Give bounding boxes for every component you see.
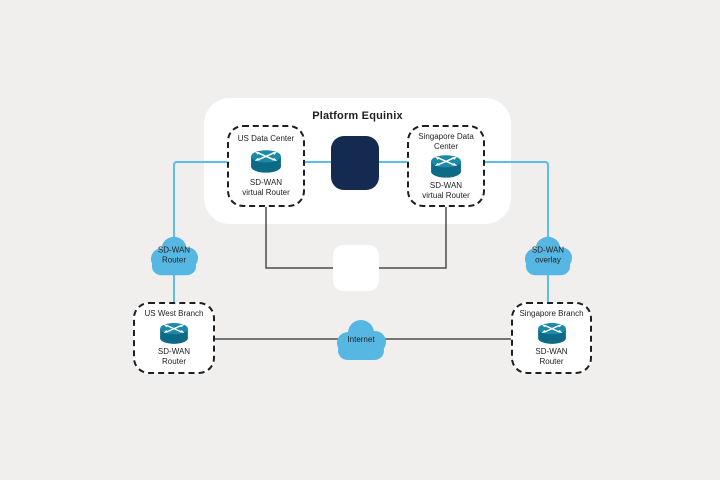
cloud-icon	[337, 320, 386, 360]
white-square-node	[333, 245, 379, 291]
cloud-icon	[150, 236, 199, 276]
us-west-branch-node: US West Branch SD-WAN Router	[133, 302, 215, 374]
us-data-center-label: US Data Center	[237, 134, 295, 143]
singapore-data-center-label: Singapore Data Center	[418, 131, 474, 151]
router-icon	[251, 150, 281, 173]
router-icon	[160, 323, 188, 344]
router-icon	[537, 323, 566, 344]
us-data-center-role: SD-WAN virtual Router	[242, 178, 290, 197]
right-overlay-link-line	[485, 161, 549, 302]
platform-title: Platform Equinix	[312, 110, 403, 122]
cloud-icon	[524, 236, 573, 276]
us-west-branch-label: US West Branch	[144, 309, 204, 318]
dark-square-node	[331, 136, 379, 190]
sdwan-router-cloud: SD-WAN Router	[145, 231, 203, 281]
singapore-branch-label: Singapore Branch	[519, 309, 584, 318]
sdwan-router-cloud-label: SD-WAN Router	[157, 245, 191, 265]
sdwan-overlay-cloud-label: SD-WAN overlay	[531, 245, 565, 265]
singapore-data-center-node: Singapore Data Center SD-WAN virtual Rou…	[407, 125, 485, 207]
singapore-branch-role: SD-WAN Router	[535, 347, 568, 366]
left-overlay-link-line	[173, 161, 227, 302]
us-west-branch-role: SD-WAN Router	[157, 347, 191, 366]
internet-cloud-label: Internet	[347, 334, 375, 344]
router-icon	[431, 155, 461, 178]
singapore-branch-node: Singapore Branch SD-WAN Router	[511, 302, 592, 374]
sdwan-overlay-cloud: SD-WAN overlay	[519, 231, 577, 281]
internet-cloud: Internet	[329, 314, 393, 366]
singapore-data-center-role: SD-WAN virtual Router	[422, 180, 470, 200]
us-data-center-node: US Data Center SD-WAN virtual Router	[227, 125, 305, 207]
